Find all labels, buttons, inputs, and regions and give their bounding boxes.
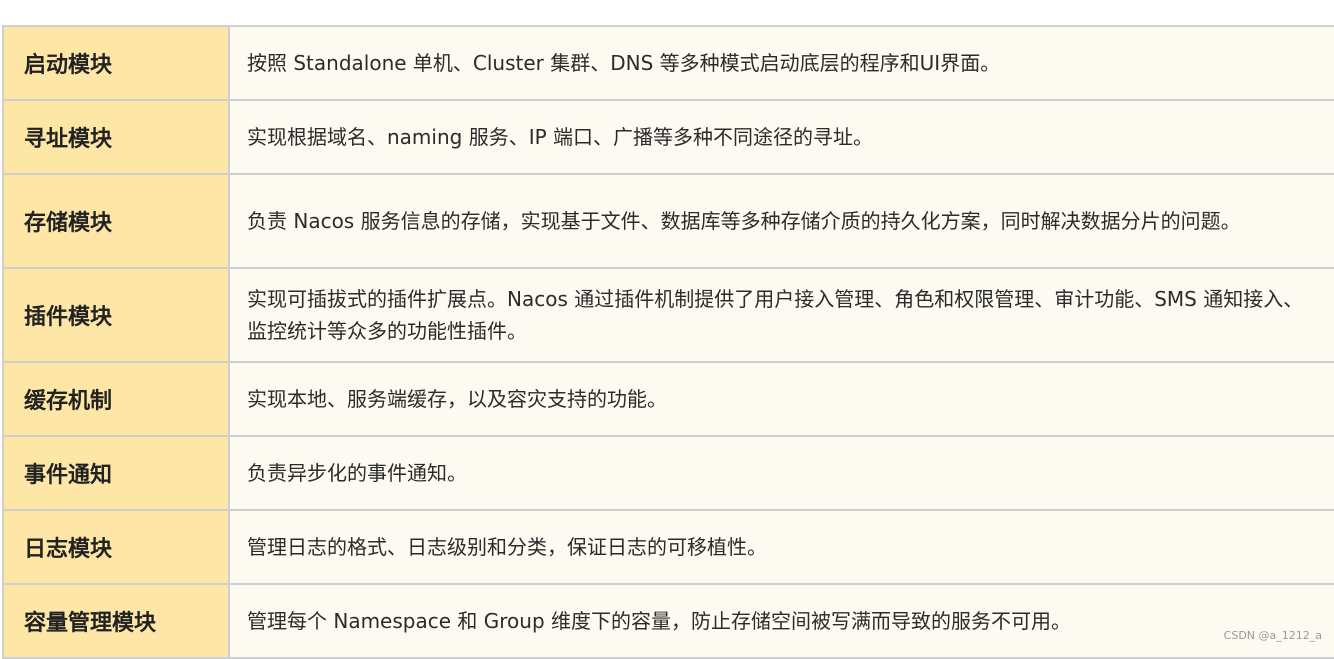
module-description: 负责 Nacos 服务信息的存储，实现基于文件、数据库等多种存储介质的持久化方案… — [230, 175, 1334, 267]
module-description: 管理日志的格式、日志级别和分类，保证日志的可移植性。 — [230, 511, 1334, 583]
module-description: 按照 Standalone 单机、Cluster 集群、DNS 等多种模式启动底… — [230, 27, 1334, 99]
module-table: 启动模块 按照 Standalone 单机、Cluster 集群、DNS 等多种… — [2, 25, 1334, 659]
watermark: CSDN @a_1212_a — [1223, 629, 1322, 642]
table-row: 日志模块 管理日志的格式、日志级别和分类，保证日志的可移植性。 — [2, 511, 1334, 585]
module-description: 实现本地、服务端缓存，以及容灾支持的功能。 — [230, 363, 1334, 435]
module-description: 实现根据域名、naming 服务、IP 端口、广播等多种不同途径的寻址。 — [230, 101, 1334, 173]
module-description: 管理每个 Namespace 和 Group 维度下的容量，防止存储空间被写满而… — [230, 585, 1334, 657]
module-description: 负责异步化的事件通知。 — [230, 437, 1334, 509]
table-row: 存储模块 负责 Nacos 服务信息的存储，实现基于文件、数据库等多种存储介质的… — [2, 175, 1334, 269]
module-name: 寻址模块 — [2, 101, 230, 173]
module-name: 存储模块 — [2, 175, 230, 267]
table-row: 事件通知 负责异步化的事件通知。 — [2, 437, 1334, 511]
table-row: 寻址模块 实现根据域名、naming 服务、IP 端口、广播等多种不同途径的寻址… — [2, 101, 1334, 175]
module-name: 插件模块 — [2, 269, 230, 361]
module-name: 容量管理模块 — [2, 585, 230, 657]
module-name: 启动模块 — [2, 27, 230, 99]
module-description: 实现可插拔式的插件扩展点。Nacos 通过插件机制提供了用户接入管理、角色和权限… — [230, 269, 1334, 361]
table-row: 容量管理模块 管理每个 Namespace 和 Group 维度下的容量，防止存… — [2, 585, 1334, 659]
module-name: 事件通知 — [2, 437, 230, 509]
table-row: 缓存机制 实现本地、服务端缓存，以及容灾支持的功能。 — [2, 363, 1334, 437]
table-row: 启动模块 按照 Standalone 单机、Cluster 集群、DNS 等多种… — [2, 27, 1334, 101]
module-name: 缓存机制 — [2, 363, 230, 435]
table-row: 插件模块 实现可插拔式的插件扩展点。Nacos 通过插件机制提供了用户接入管理、… — [2, 269, 1334, 363]
module-name: 日志模块 — [2, 511, 230, 583]
